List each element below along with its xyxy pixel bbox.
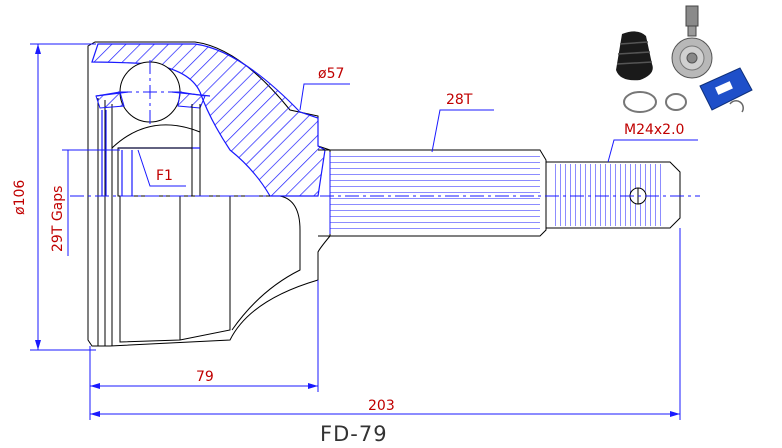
circlip-icon — [729, 100, 744, 113]
part-number: FD-79 — [320, 422, 388, 446]
label-f1: F1 — [156, 168, 173, 184]
dim-neck: ø57 — [299, 66, 350, 111]
cv-joint-icon — [671, 5, 713, 79]
thread-stub — [545, 161, 681, 229]
clamp-icon — [623, 91, 687, 113]
label-spline-teeth: 28T — [446, 92, 473, 108]
spline-shaft — [318, 149, 547, 237]
label-diameter-outer: ø106 — [12, 180, 28, 215]
grease-pack-icon — [699, 67, 753, 111]
dim-length-79: 79 — [89, 280, 319, 420]
thread-pattern — [552, 164, 664, 226]
product-photo — [616, 5, 753, 113]
label-length-total: 203 — [368, 398, 395, 414]
boot-icon — [616, 31, 653, 81]
dim-f1: F1 — [137, 149, 186, 187]
label-diameter-neck: ø57 — [318, 66, 344, 82]
inner-race — [117, 147, 193, 197]
housing-section-hatch — [91, 43, 326, 197]
spline-teeth-pattern — [330, 152, 540, 234]
label-thread: M24x2.0 — [624, 122, 684, 138]
label-abs-ring: 29T Gaps — [50, 186, 66, 252]
dim-diameter-106: ø106 — [12, 43, 96, 351]
dim-abs-ring: 29T Gaps — [50, 149, 120, 256]
dim-thread: M24x2.0 — [607, 122, 698, 163]
dim-length-203: 203 — [90, 228, 681, 420]
dim-splines: 28T — [431, 92, 494, 153]
label-length-bell: 79 — [196, 369, 214, 385]
